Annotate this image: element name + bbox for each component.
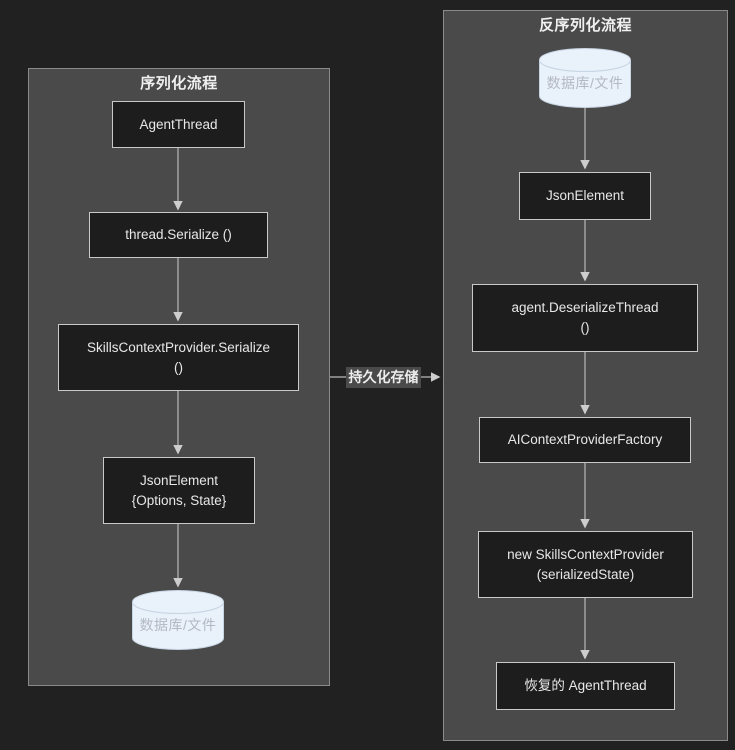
node-skills-serialize-line2: () <box>174 359 183 375</box>
node-thread-serialize-label: thread.Serialize () <box>125 227 232 242</box>
node-json-element-options-state: JsonElement {Options, State} <box>103 457 255 524</box>
node-skills-context-provider-serialize: SkillsContextProvider.Serialize () <box>58 324 299 391</box>
panel-serialization-title: 序列化流程 <box>140 75 218 92</box>
database-cylinder-icon <box>539 48 631 108</box>
node-agent-thread-label: AgentThread <box>139 116 218 132</box>
node-database-file-left-label: 数据库/文件 <box>139 617 217 633</box>
node-database-file-right-label: 数据库/文件 <box>546 75 624 91</box>
node-deserialize-line2: () <box>580 320 590 335</box>
node-factory-label: AIContextProviderFactory <box>507 432 663 447</box>
node-agent-deserialize-thread: agent.DeserializeThread () <box>472 284 698 352</box>
panel-deserialization-title: 反序列化流程 <box>538 17 632 34</box>
node-new-provider-line1: new SkillsContextProvider <box>507 546 664 562</box>
panel-deserialization <box>443 10 728 741</box>
node-agent-thread: AgentThread <box>112 101 245 148</box>
node-restored-agent-thread: 恢复的 AgentThread <box>496 662 675 710</box>
node-thread-serialize: thread.Serialize () <box>89 212 268 258</box>
node-new-provider-line2: (serializedState) <box>536 566 635 582</box>
node-new-skills-context-provider: new SkillsContextProvider (serializedSta… <box>478 531 693 598</box>
database-cylinder-icon <box>132 590 224 650</box>
node-skills-serialize-line1: SkillsContextProvider.Serialize <box>86 339 271 355</box>
persistent-storage-label: 持久化存储 <box>346 367 421 388</box>
node-json-element-right-label: JsonElement <box>545 188 625 203</box>
node-json-element-line1: JsonElement <box>139 472 219 488</box>
node-database-file-right: 数据库/文件 <box>539 48 631 108</box>
node-restored-label: 恢复的 AgentThread <box>524 678 647 693</box>
node-deserialize-line1: agent.DeserializeThread <box>511 300 659 315</box>
node-json-element-line2: {Options, State} <box>131 492 227 508</box>
node-database-file-left: 数据库/文件 <box>132 590 224 650</box>
node-ai-context-provider-factory: AIContextProviderFactory <box>479 417 691 463</box>
node-json-element-right: JsonElement <box>519 172 651 220</box>
